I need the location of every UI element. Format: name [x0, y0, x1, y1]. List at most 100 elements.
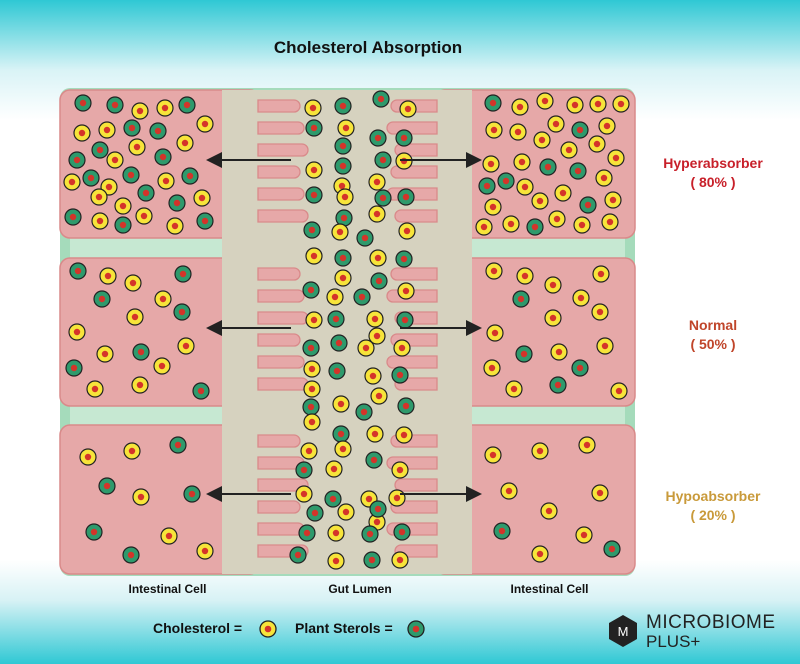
cholesterol-particle: [90, 188, 108, 206]
plant-sterol-particle: [515, 345, 533, 363]
plant-sterol-particle: [353, 288, 371, 306]
row-label-hyperabsorber: Hyperabsorber ( 80% ): [638, 154, 788, 192]
plant-sterol-particle: [493, 522, 511, 540]
plant-sterol-particle: [173, 303, 191, 321]
cholesterol-particle: [484, 198, 502, 216]
legend-plant-sterols-label: Plant Sterols =: [295, 620, 393, 636]
plant-sterol-particle: [327, 310, 345, 328]
plant-sterol-particle: [397, 188, 415, 206]
plant-sterol-particle: [169, 436, 187, 454]
cholesterol-particle: [575, 526, 593, 544]
plant-sterol-particle: [181, 167, 199, 185]
plant-sterol-particle: [571, 121, 589, 139]
cholesterol-particle: [612, 95, 630, 113]
cholesterol-particle: [485, 121, 503, 139]
cholesterol-particle: [483, 359, 501, 377]
cholesterol-particle: [592, 265, 610, 283]
cholesterol-particle: [544, 309, 562, 327]
cholesterol-particle: [96, 345, 114, 363]
cholesterol-particle: [123, 442, 141, 460]
cholesterol-particle: [505, 380, 523, 398]
cholesterol-particle: [610, 382, 628, 400]
cholesterol-particle: [91, 212, 109, 230]
plant-sterol-particle: [295, 461, 313, 479]
villus: [257, 209, 309, 223]
row-name: Hyperabsorber: [663, 155, 763, 171]
cholesterol-particle: [124, 274, 142, 292]
plant-sterol-particle: [569, 162, 587, 180]
villus: [257, 522, 305, 536]
cholesterol-particle: [157, 172, 175, 190]
cholesterol-particle: [325, 460, 343, 478]
villus: [386, 355, 438, 369]
cholesterol-particle: [336, 188, 354, 206]
cholesterol-particle: [572, 289, 590, 307]
plant-sterol-particle: [355, 403, 373, 421]
cholesterol-particle: [566, 96, 584, 114]
cholesterol-particle: [153, 357, 171, 375]
plant-sterol-particle: [82, 169, 100, 187]
cholesterol-particle: [502, 215, 520, 233]
cholesterol-particle: [305, 161, 323, 179]
plant-sterol-particle: [298, 524, 316, 542]
cholesterol-particle: [591, 303, 609, 321]
plant-sterol-particle: [365, 451, 383, 469]
plant-sterol-particle: [85, 523, 103, 541]
villus: [257, 121, 305, 135]
plant-sterol-particle: [324, 490, 342, 508]
plant-sterol-particle: [93, 290, 111, 308]
cholesterol-particle: [395, 426, 413, 444]
plant-sterol-particle: [374, 189, 392, 207]
plant-sterol-particle: [372, 90, 390, 108]
brand-logo: M MICROBIOME PLUS+: [608, 612, 788, 652]
cholesterol-particle: [531, 545, 549, 563]
plant-sterol-particle: [289, 546, 307, 564]
plant-sterol-particle: [168, 194, 186, 212]
plant-sterol-particle: [114, 216, 132, 234]
plant-sterol-particle: [369, 129, 387, 147]
cholesterol-particle: [86, 380, 104, 398]
brand-line2: PLUS+: [646, 632, 701, 651]
plant-sterol-particle: [395, 250, 413, 268]
cholesterol-particle: [578, 436, 596, 454]
legend-cholesterol-icon: [259, 620, 277, 638]
cholesterol-particle: [366, 310, 384, 328]
villus: [390, 165, 438, 179]
cholesterol-particle: [531, 192, 549, 210]
villus: [257, 434, 301, 448]
cholesterol-particle: [511, 98, 529, 116]
cholesterol-particle: [160, 527, 178, 545]
cholesterol-particle: [154, 290, 172, 308]
cholesterol-particle: [114, 197, 132, 215]
cholesterol-particle: [337, 503, 355, 521]
cholesterol-particle: [331, 223, 349, 241]
plant-sterol-particle: [334, 249, 352, 267]
plant-sterol-particle: [370, 272, 388, 290]
cholesterol-particle: [369, 249, 387, 267]
cholesterol-particle: [388, 489, 406, 507]
plant-sterol-particle: [123, 119, 141, 137]
legend-plant-sterol-icon: [407, 620, 425, 638]
plant-sterol-particle: [91, 141, 109, 159]
cholesterol-particle: [327, 524, 345, 542]
cholesterol-particle: [482, 155, 500, 173]
cholesterol-particle: [391, 551, 409, 569]
cholesterol-particle: [98, 121, 116, 139]
cholesterol-particle: [475, 218, 493, 236]
cholesterol-particle: [196, 115, 214, 133]
cholesterol-particle: [591, 484, 609, 502]
cholesterol-particle: [550, 343, 568, 361]
label-left-intestinal-cell: Intestinal Cell: [128, 582, 207, 596]
plant-sterol-particle: [178, 96, 196, 114]
cholesterol-particle: [196, 542, 214, 560]
cholesterol-particle: [357, 339, 375, 357]
cholesterol-particle: [156, 99, 174, 117]
villus: [257, 267, 301, 281]
cholesterol-particle: [398, 222, 416, 240]
plant-sterol-particle: [396, 311, 414, 329]
plant-sterol-particle: [369, 500, 387, 518]
plant-sterol-particle: [302, 339, 320, 357]
row-name: Normal: [688, 317, 738, 333]
